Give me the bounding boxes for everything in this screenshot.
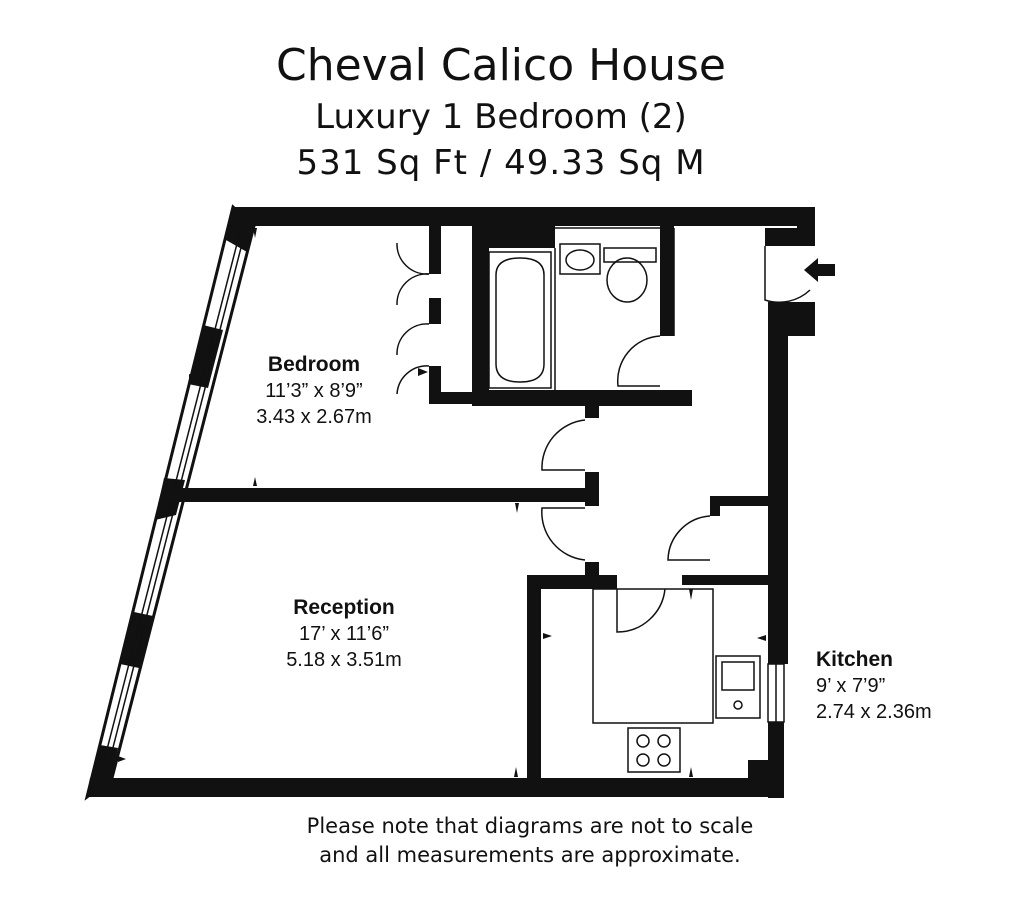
- area-label: 531 Sq Ft / 49.33 Sq M: [296, 143, 706, 183]
- reception-imperial: 17’ x 11’6”: [298, 623, 390, 645]
- doors: [396, 227, 811, 633]
- wardrobe-door-1: [396, 242, 430, 275]
- bedroom-reception-wall: [180, 488, 585, 502]
- reception-door-jamb: [585, 562, 599, 577]
- window-pier-1: [188, 325, 223, 388]
- kitchen-top-wall: [527, 575, 617, 589]
- toilet-icon: [603, 247, 657, 303]
- wardrobe-door-4: [396, 365, 430, 395]
- reception-name: Reception: [293, 596, 395, 619]
- reception-metric: 5.18 x 3.51m: [286, 649, 402, 671]
- bedroom-metric: 3.43 x 2.67m: [256, 406, 372, 428]
- disclaimer-line-1: Please note that diagrams are not to sca…: [306, 814, 754, 838]
- window-wall-solid-top: [226, 207, 254, 252]
- hall-column: [585, 472, 599, 506]
- wardrobe-wall-mid: [429, 298, 441, 324]
- storage-door: [667, 515, 711, 561]
- kitchen-corner-block: [748, 760, 770, 782]
- bedroom-imperial: 11’3” x 8’9”: [265, 380, 363, 402]
- title-block: Cheval Calico House Luxury 1 Bedroom (2)…: [0, 38, 1002, 186]
- room-reception: Reception 17’ x 11’6” 5.18 x 3.51m: [266, 595, 422, 673]
- bathroom-left-wall: [472, 226, 489, 404]
- room-bedroom: Bedroom 11’3” x 8’9” 3.43 x 2.67m: [244, 352, 384, 430]
- entrance-jamb-upper: [765, 228, 797, 246]
- kitchen-left-wall: [527, 575, 541, 780]
- kitchen-imperial: 9’ x 7’9”: [816, 675, 886, 697]
- basin-icon: [559, 243, 601, 275]
- wardrobe-wall: [429, 226, 441, 274]
- reception-door: [541, 507, 586, 561]
- bathtub-icon: [488, 251, 552, 389]
- bathroom-bottom-wall: [472, 390, 692, 406]
- bedroom-name: Bedroom: [267, 353, 361, 376]
- page-subtitle: Luxury 1 Bedroom (2): [315, 97, 687, 137]
- kitchen-metric: 2.74 x 2.36m: [816, 701, 932, 723]
- storage-wall-left: [710, 496, 720, 516]
- hob-icon: [627, 727, 681, 773]
- bathroom-door: [616, 335, 661, 387]
- entrance-door: [764, 246, 811, 303]
- bedroom-reception-wall-end: [158, 488, 180, 504]
- room-kitchen: Kitchen 9’ x 7’9” 2.74 x 2.36m: [816, 647, 976, 725]
- right-wall: [768, 310, 788, 664]
- kitchen-counter: [592, 588, 714, 724]
- bottom-wall: [87, 778, 784, 797]
- hall-wall-stub: [585, 404, 599, 418]
- kitchen-window: [767, 663, 785, 723]
- exterior-walls: [87, 207, 815, 798]
- top-wall: [233, 207, 815, 246]
- bedroom-door: [541, 419, 586, 471]
- disclaimer-note: Please note that diagrams are not to sca…: [230, 812, 830, 870]
- disclaimer-line-2: and all measurements are approximate.: [319, 843, 741, 867]
- bathroom-top-wall: [489, 226, 555, 248]
- measurement-markers: [118, 228, 766, 777]
- bathroom-right-wall: [660, 226, 674, 336]
- page-title: Cheval Calico House: [275, 40, 726, 91]
- storage-wall-bottom: [682, 575, 768, 585]
- wardrobe-door-3: [396, 323, 430, 356]
- entrance-arrow-icon: [804, 258, 835, 282]
- storage-wall-top: [710, 496, 768, 506]
- wardrobe-door-2: [396, 273, 430, 306]
- interior-walls: [158, 226, 768, 780]
- sink-icon: [715, 655, 761, 719]
- kitchen-door: [616, 588, 666, 633]
- fixtures: [488, 243, 785, 773]
- kitchen-name: Kitchen: [816, 648, 894, 671]
